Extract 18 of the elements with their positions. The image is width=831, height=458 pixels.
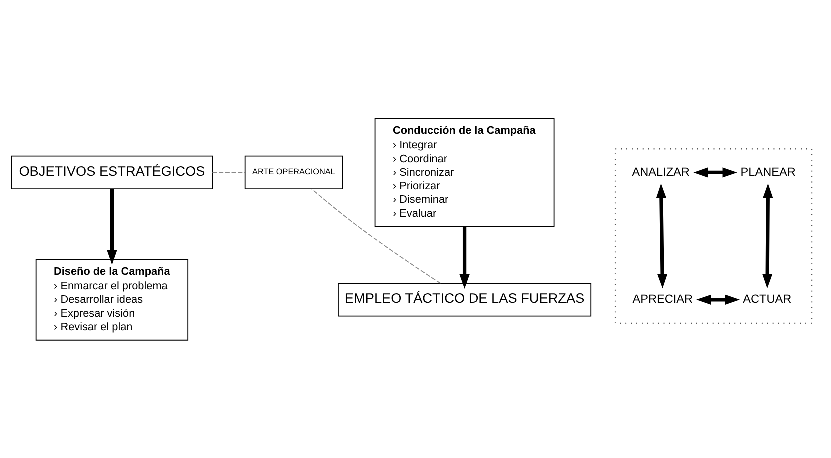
arrow (460, 226, 470, 289)
node-text: APRECIAR (632, 292, 694, 306)
arrow (656, 183, 668, 288)
node-text: ANALIZAR (632, 164, 690, 178)
node-box: EMPLEO TÁCTICO DE LAS FUERZAS (338, 282, 592, 316)
node-box: Conducción de la Campaña › Integrar › Coordinar › Sincronizar › Priorizar › Diseminar › Evaluar (374, 118, 555, 227)
arrow (694, 167, 738, 178)
arrow (762, 183, 774, 288)
node-box: Diseño de la Campaña › Enmarcar el problema › Desarrollar ideas › Expresar visión › Revisar el plan (36, 258, 189, 340)
arrow (107, 188, 118, 264)
cluster (614, 148, 813, 324)
connector (312, 188, 442, 284)
connector (212, 172, 246, 173)
arrow (696, 294, 740, 305)
node-text: ACTUAR (743, 292, 792, 306)
node-box: OBJETIVOS ESTRATÉGICOS (11, 155, 214, 190)
node-text: PLANEAR (740, 164, 796, 178)
node-box: ARTE OPERACIONAL (244, 155, 344, 190)
